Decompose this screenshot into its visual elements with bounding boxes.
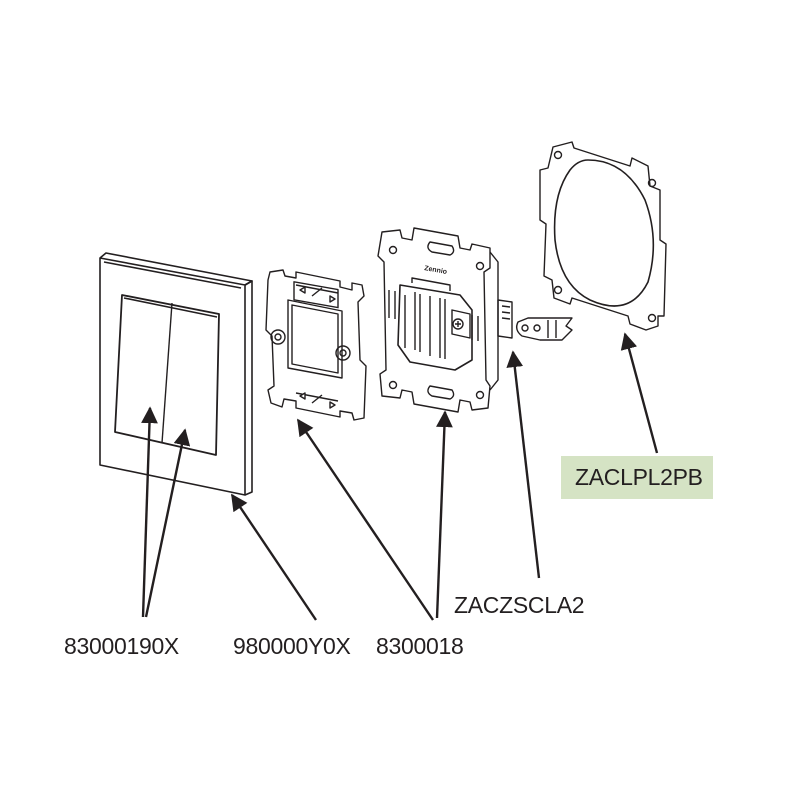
label-claws: ZACZSCLA2 — [454, 592, 585, 618]
claw-drawing — [515, 317, 573, 341]
arrow-rocker-left — [141, 406, 158, 618]
arrow-rocker-right — [144, 428, 191, 618]
arrow-gasket — [620, 332, 659, 454]
label-mechanism: 8300018 — [376, 633, 464, 659]
switch-mechanism-drawing — [377, 227, 513, 413]
arrow-mechanism — [435, 410, 453, 619]
leader-arrows — [141, 332, 659, 621]
arrow-mounting-frame — [297, 418, 434, 621]
arrow-claws — [506, 350, 541, 579]
gasket-drawing — [539, 141, 667, 331]
label-gasket: ZACLPL2PB — [561, 456, 713, 499]
brand-imprint: Zennio — [424, 265, 448, 276]
arrow-frame — [231, 493, 317, 621]
cover-frame-drawing — [99, 252, 253, 496]
mounting-frame-drawing — [265, 269, 367, 421]
label-rocker-keys: 83000190X — [64, 633, 179, 659]
label-cover-frame: 980000Y0X — [233, 633, 351, 659]
